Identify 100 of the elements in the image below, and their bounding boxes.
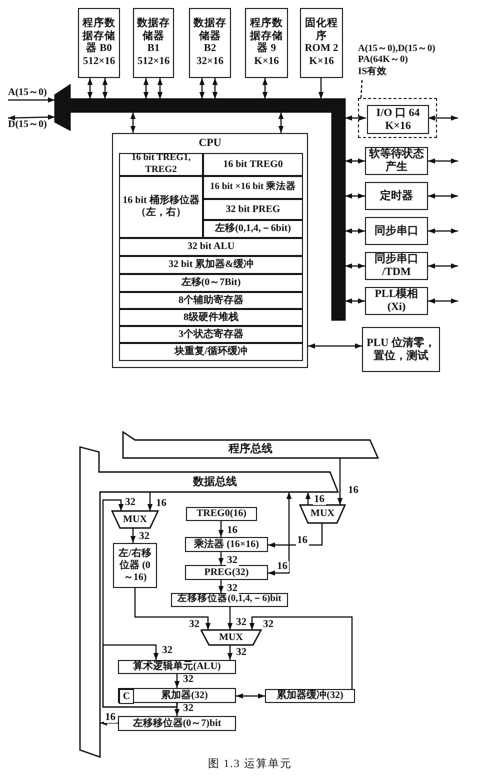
arrow (428, 228, 458, 234)
arrow (199, 78, 205, 99)
accumulator-cell: 32 bit 累加器&缓冲 (119, 256, 303, 274)
arrow (212, 78, 218, 99)
edge-label: 16 (276, 561, 288, 572)
edge-label: 16 (226, 525, 238, 536)
arrow (218, 552, 224, 565)
program-bus (123, 432, 378, 458)
arrow (428, 193, 458, 199)
arrow (8, 114, 56, 120)
shifter-cell: 16 bit 桶形移位器（左，右） (119, 176, 203, 238)
annotation-line: A(15～0),D(15～0) (358, 44, 436, 56)
arrow (227, 607, 233, 630)
arrow (130, 112, 136, 133)
buffer-cell: 块重复/循环缓冲 (119, 343, 303, 361)
peripheral-box: 同步串口 (365, 217, 428, 245)
register-cell: 3个状态寄存器 (119, 326, 303, 343)
shifter-box: 左移移位器(0～7)bit (118, 716, 236, 731)
arrow (345, 158, 365, 164)
arrow (236, 693, 265, 699)
alu-cell: 32 bit ALU (119, 238, 303, 256)
arrow (218, 580, 224, 593)
arrow (428, 158, 458, 164)
signal-label: D(15～0) (6, 118, 56, 132)
memory-box: 数据存储器 B2 32×16 (189, 8, 231, 78)
buffer-box: 累加器缓冲(32) (265, 689, 355, 703)
register-cell: 16 bit TREG1, TREG2 (119, 153, 203, 176)
edge-label: 32 (188, 619, 200, 630)
bus-label: 程序总线 (227, 442, 274, 457)
box-heading: 累加器(32) (161, 690, 208, 702)
cpu-box (112, 133, 308, 368)
arrow (249, 616, 353, 689)
arrow (87, 78, 93, 99)
edge-label: 32 (235, 617, 248, 628)
arrow (345, 228, 365, 234)
edge-label: 32 (138, 531, 150, 542)
register-cell: 32 bit PREG (203, 199, 303, 220)
arrow (134, 588, 211, 630)
shifter-box: 左/右移位器 (0～16) (113, 543, 157, 588)
edge-label: 16 (296, 535, 308, 546)
edge-label: 32 (226, 555, 238, 566)
arrow (345, 193, 365, 199)
memory-box: 数据存储器 B1 512×16 (133, 8, 174, 78)
mux-trapezoid: MUX (112, 511, 158, 528)
box-heading: CPU (198, 137, 222, 150)
system-bus (55, 85, 345, 320)
edge-label: 32 (235, 647, 248, 658)
edge-label: 32 (161, 645, 174, 656)
bus-label: 数据总线 (192, 474, 238, 490)
shifter-cell: 左移(0,1,4,－6bit) (203, 220, 303, 238)
arrow (337, 458, 343, 505)
peripheral-box: 软等待状态产生 (365, 147, 428, 175)
arrow (318, 78, 324, 99)
arrow (345, 298, 365, 304)
multiplier-box: 乘法器 (16×16) (185, 537, 268, 552)
arrow (130, 528, 136, 543)
annotation-line: IS有效 (358, 66, 387, 78)
annotation-line: PA(64K～0) (358, 55, 408, 66)
multiplier-cell: 16 bit ×16 bit 乘法器 (203, 176, 303, 199)
signal-label: A(15～0) (6, 86, 56, 100)
arrow (8, 97, 55, 103)
arrow (305, 492, 311, 505)
caption: 图 1.3 运算单元 (206, 757, 294, 771)
arrow (278, 112, 284, 133)
peripheral-box: PLL模相 (Xi) (365, 287, 428, 315)
stack-cell: 8级硬件堆栈 (119, 309, 303, 326)
arrow (143, 78, 149, 99)
edge-label: 32 (226, 583, 238, 594)
arrow (268, 492, 292, 576)
peripheral-box: 定时器 (365, 182, 428, 210)
mux-trapezoid: MUX (201, 630, 261, 645)
dashed-region (358, 98, 437, 138)
arrow (308, 343, 362, 349)
arrow (428, 115, 458, 121)
memory-box: 程序数据存储器 B0 512×16 (78, 8, 120, 78)
alu-box: 算术逻辑单元(ALU) (118, 660, 236, 674)
register-box: TREG0(16) (186, 507, 257, 521)
edge-label: 16 (313, 494, 326, 505)
memory-box: 固化程序 ROM 2 K×16 (300, 8, 343, 78)
arrow (157, 78, 163, 99)
arrow (227, 645, 233, 660)
edge-label: 16 (104, 712, 116, 723)
edge-label: 32 (124, 497, 136, 508)
edge-label: 32 (262, 619, 274, 630)
edge-label: 16 (347, 485, 360, 496)
arrow (100, 720, 118, 726)
io-port-box: I/O 口 64 K×16 (367, 105, 429, 134)
memory-box: 程序数据存储器 9 K×16 (245, 8, 288, 78)
edge-label: 32 (182, 674, 194, 685)
accumulator-box (118, 688, 236, 703)
arrow (345, 263, 365, 269)
leader-line (360, 80, 363, 98)
arrow (262, 78, 268, 99)
arrow (218, 521, 224, 537)
peripheral-box: 同步串口 /TDM (365, 252, 428, 280)
arrow (428, 263, 458, 269)
plu-box: PLU 位清零，置位，测试 (362, 327, 440, 372)
shifter-cell: 左移(0～7Bit) (119, 274, 303, 292)
mux-trapezoid: MUX (300, 505, 345, 523)
edge-label: 16 (155, 498, 168, 509)
